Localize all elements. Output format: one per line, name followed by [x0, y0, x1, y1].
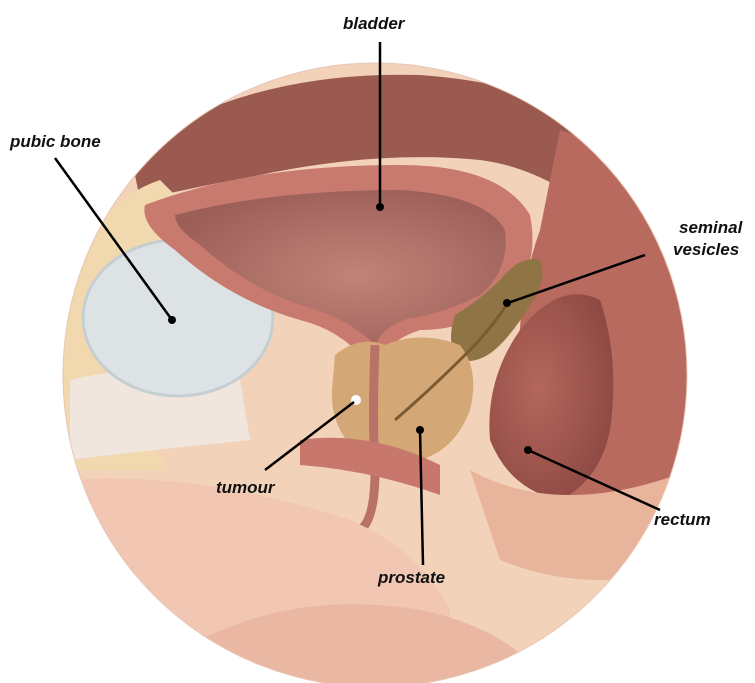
rectum-label: rectum	[654, 510, 711, 530]
tumour-label: tumour	[216, 478, 275, 498]
pubic-bone-leader-dot	[168, 316, 176, 324]
prostate-leader-dot	[416, 426, 424, 434]
rectum-leader-dot	[524, 446, 532, 454]
pubic-bone-label: pubic bone	[10, 132, 101, 152]
seminal-vesicles-label-line2: vesicles	[673, 240, 739, 260]
seminal-vesicles-leader-dot	[503, 299, 511, 307]
bladder-label: bladder	[343, 14, 404, 34]
seminal-vesicles-label-line1: seminal	[679, 218, 742, 238]
prostate-label: prostate	[378, 568, 445, 588]
bladder-leader-dot	[376, 203, 384, 211]
